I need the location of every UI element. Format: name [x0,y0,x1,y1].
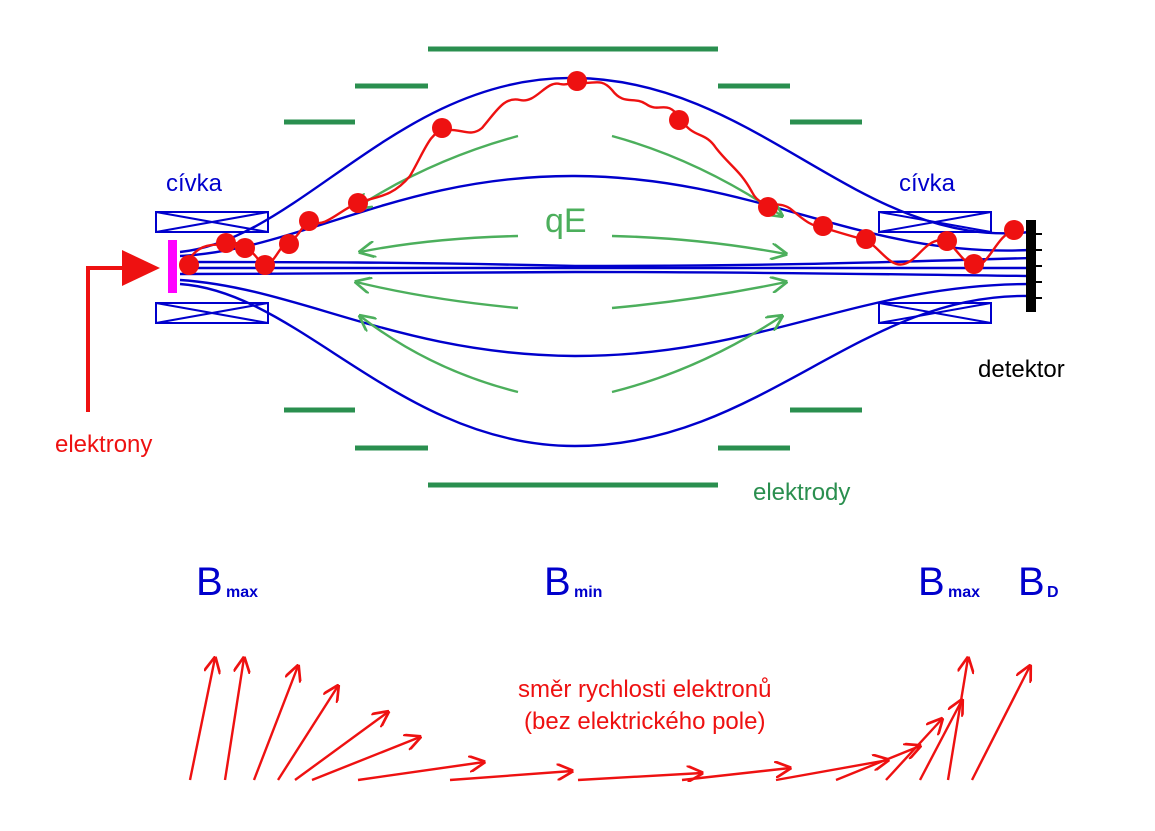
velocity-arrow [970,666,1030,781]
velocity-arrow [252,666,298,781]
force-arrow [611,134,782,216]
electron-dot [937,231,957,251]
coil-right-bottom [878,302,992,324]
electron-dot [235,238,255,258]
detector [1026,220,1042,312]
electron-dot [432,118,452,138]
force-arrow [611,234,786,254]
electron-dot [299,211,319,231]
electron-dot [567,71,587,91]
velocity-title-line1: směr rychlosti elektronů [518,676,771,703]
velocity-arrow [357,762,484,782]
velocity-arrow [918,700,962,781]
detector-label: detektor [978,356,1065,383]
svg-text:max: max [948,584,980,601]
field-line [179,174,1031,258]
electron-dot [964,254,984,274]
coil-left-label: cívka [166,170,223,197]
velocity-title-line2: (bez elektrického pole) [524,708,765,735]
force-arrow [611,316,782,394]
electron-dot [669,110,689,130]
field-line [179,270,1031,278]
velocity-arrow [449,771,572,782]
force-arrow [356,282,519,310]
svg-text:B: B [196,560,223,604]
velocity-arrow [681,768,790,782]
electrodes [284,46,862,488]
velocity-arrow [311,737,420,782]
electrodes-label: elektrody [753,479,850,506]
velocity-arrow [577,773,702,780]
electron-source [168,240,177,293]
field-line [179,278,1031,358]
b-min-label: B min [544,560,602,604]
svg-text:D: D [1047,584,1059,601]
velocity-arrow [276,686,338,781]
coil-left-bottom [155,302,269,324]
coil-right-label: cívka [899,170,956,197]
electron-dot [856,229,876,249]
svg-text:B: B [1018,560,1045,604]
electron-dot [255,255,275,275]
electrons-label: elektrony [55,431,152,458]
electron-dot [279,234,299,254]
velocity-arrow [775,760,888,782]
electrons [179,71,1024,275]
velocity-arrow [188,658,215,781]
electron-dot [813,216,833,236]
velocity-arrow [223,658,244,781]
svg-text:B: B [544,560,571,604]
b-max-right-label: B max [918,560,980,604]
svg-text:min: min [574,584,602,601]
velocity-arrow [835,746,920,782]
velocity-arrow [294,712,388,781]
force-arrow [611,282,786,310]
velocity-arrow [885,719,942,781]
velocity-arrow [946,658,968,781]
field-lines [179,76,1031,448]
force-arrow [360,234,519,252]
svg-text:B: B [918,560,945,604]
electron-dot [758,197,778,217]
field-line [179,282,1031,448]
svg-text:max: max [226,584,258,601]
electron-dot [216,233,236,253]
electron-dot [1004,220,1024,240]
electron-dot [179,255,199,275]
force-label: qE [545,202,587,240]
incoming-electrons-arrow [86,250,160,412]
b-d-label: B D [1018,560,1059,604]
force-arrow [356,134,519,208]
velocity-arrows [188,658,1030,782]
electron-dot [348,193,368,213]
force-arrow [360,316,519,394]
b-max-left-label: B max [196,560,258,604]
